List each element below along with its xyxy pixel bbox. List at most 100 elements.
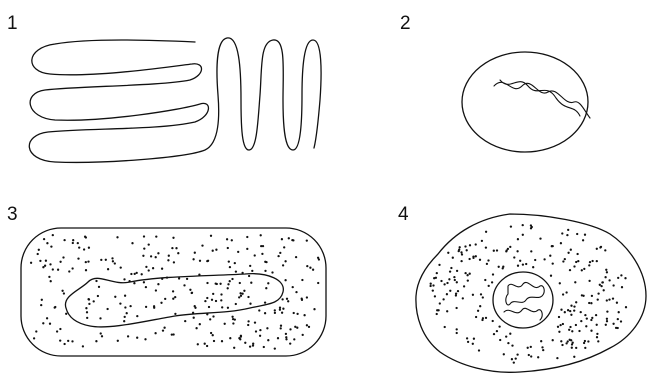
granule-dot (39, 260, 41, 262)
granule-dot (184, 320, 186, 322)
granule-dot (567, 252, 569, 254)
granule-dot (597, 292, 599, 294)
granule-dot (224, 323, 226, 325)
granule-dot (430, 283, 432, 285)
granule-dot (251, 270, 253, 272)
granule-dot (449, 290, 451, 292)
granule-dot (513, 256, 515, 258)
granule-dot (254, 321, 256, 323)
nucleus-coil-a (506, 282, 544, 304)
granule-dot (511, 344, 513, 346)
granule-dot (71, 340, 73, 342)
granule-dot (485, 317, 487, 319)
granule-dot (462, 297, 464, 299)
granule-dot (63, 239, 65, 241)
granule-dot (608, 298, 610, 300)
granule-dot (484, 279, 486, 281)
granule-dot (575, 347, 577, 349)
granule-dot (174, 313, 176, 315)
granule-dot (97, 295, 99, 297)
granule-dot (317, 282, 319, 284)
granule-dot (258, 309, 260, 311)
granule-dot (172, 237, 174, 239)
granule-dot (240, 335, 242, 337)
granule-dot (587, 340, 589, 342)
granule-dot (111, 257, 113, 259)
granule-dot (580, 311, 582, 313)
granule-dot (568, 329, 570, 331)
granule-dot (264, 301, 266, 303)
granule-dot (227, 307, 229, 309)
granule-dot (171, 333, 173, 335)
granule-dot (522, 234, 524, 236)
granule-dot (537, 356, 539, 358)
granule-dot (87, 260, 89, 262)
panel-2: 2 (400, 13, 590, 152)
granule-dot (219, 283, 221, 285)
granule-dot (584, 234, 586, 236)
granule-dot (40, 304, 42, 306)
granule-dot (229, 337, 231, 339)
granule-dot (432, 289, 434, 291)
granule-dot (186, 278, 188, 280)
granule-dot (232, 322, 234, 324)
granule-dot (606, 318, 608, 320)
granule-dot (460, 251, 462, 253)
granule-dot (312, 269, 314, 271)
granule-dot (499, 339, 501, 341)
granule-dot (605, 269, 607, 271)
granule-dot (227, 287, 229, 289)
granule-dot (585, 325, 587, 327)
granule-dot (302, 334, 304, 336)
granule-dot (152, 267, 154, 269)
granule-dot (456, 328, 458, 330)
granule-dot (59, 328, 61, 330)
granule-dot (210, 332, 212, 334)
granule-dot (429, 285, 431, 287)
granule-dot (204, 343, 206, 345)
panel-3-label: 3 (7, 204, 18, 225)
granule-dot (534, 259, 536, 261)
granule-dot (569, 339, 571, 341)
granule-dot (561, 344, 563, 346)
granule-dot (134, 273, 136, 275)
granule-dot (562, 260, 564, 262)
granule-dot (532, 266, 534, 268)
granule-dot (292, 286, 294, 288)
granule-dot (588, 302, 590, 304)
granule-dot (485, 246, 487, 248)
granule-dot (475, 243, 477, 245)
granule-dot (35, 330, 37, 332)
granule-dot (281, 238, 283, 240)
granule-dot (472, 343, 474, 345)
granule-dot (596, 336, 598, 338)
helix-strand-b (500, 80, 580, 116)
granule-dot (459, 246, 461, 248)
granule-dot (128, 280, 130, 282)
cytoplasm-granules (429, 224, 627, 364)
granule-dot (436, 272, 438, 274)
panel-2-label: 2 (400, 13, 411, 34)
granule-dot (493, 250, 495, 252)
granule-dot (509, 246, 511, 248)
granule-dot (59, 339, 61, 341)
granule-dot (590, 302, 592, 304)
granule-dot (583, 268, 585, 270)
granule-dot (456, 332, 458, 334)
granule-dot (446, 293, 448, 295)
granule-dot (493, 333, 495, 335)
granule-dot (174, 296, 176, 298)
granule-dot (240, 295, 242, 297)
granule-dot (436, 313, 438, 315)
panel-4: 4 (398, 204, 646, 372)
granule-dot (448, 278, 450, 280)
granule-dot (472, 294, 474, 296)
granule-dot (259, 329, 261, 331)
granule-dot (540, 340, 542, 342)
granule-dot (150, 255, 152, 257)
granule-dot (571, 347, 573, 349)
panel-1: 1 (7, 13, 321, 162)
granule-dot (603, 289, 605, 291)
granule-dot (227, 283, 229, 285)
